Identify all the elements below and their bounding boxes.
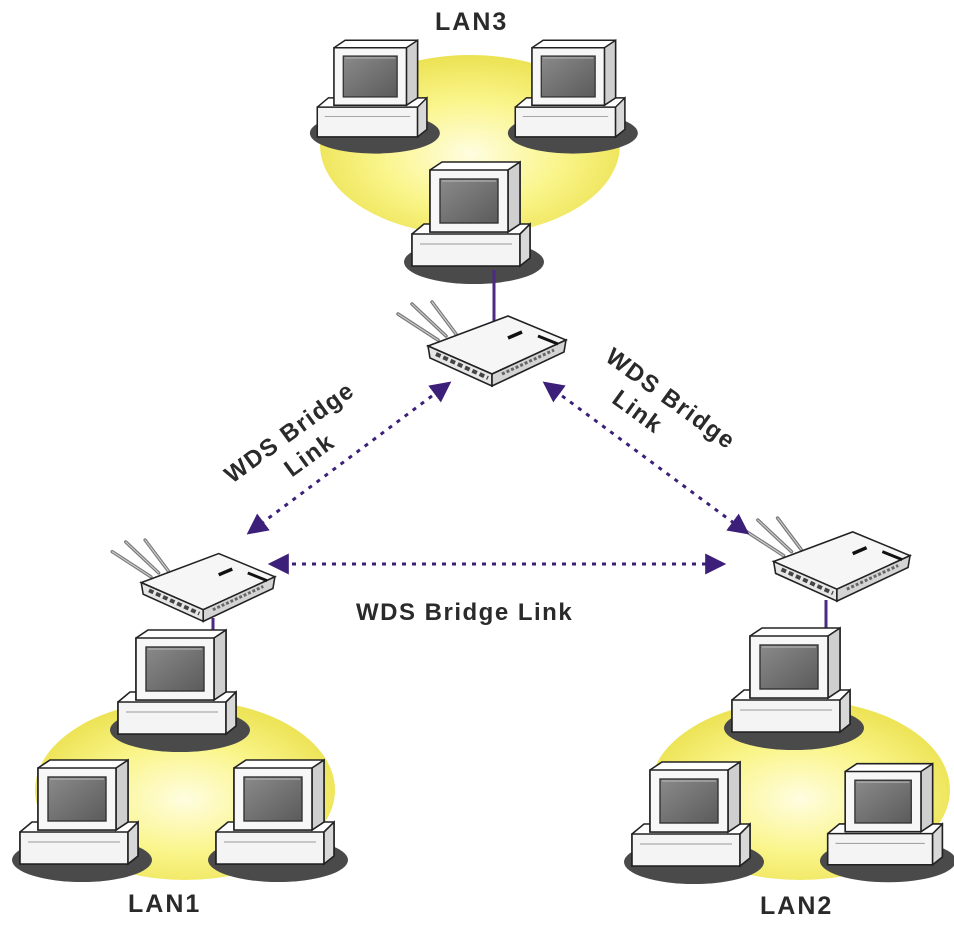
wireless-router-icon <box>396 300 568 388</box>
wds-link-right-label: WDS Bridge Link <box>600 343 740 455</box>
wds-link-right-arrow <box>542 381 750 535</box>
lan1-group: LAN1 <box>11 538 349 918</box>
wds-link-left-label: WDS Bridge Link <box>220 377 360 489</box>
desktop-computer-icon <box>723 627 865 751</box>
lan2-group: LAN2 <box>623 516 954 920</box>
lan1-label: LAN1 <box>128 890 201 918</box>
wireless-router-icon <box>742 516 913 604</box>
wireless-router-icon <box>110 538 277 624</box>
lan2-label: LAN2 <box>760 892 833 920</box>
lan3-group: LAN3 <box>309 8 639 330</box>
lan3-label: LAN3 <box>435 8 508 36</box>
wds-link-bottom-label: WDS Bridge Link <box>356 599 573 626</box>
desktop-computer-icon <box>109 629 251 753</box>
wds-link-left-arrow <box>246 381 452 535</box>
